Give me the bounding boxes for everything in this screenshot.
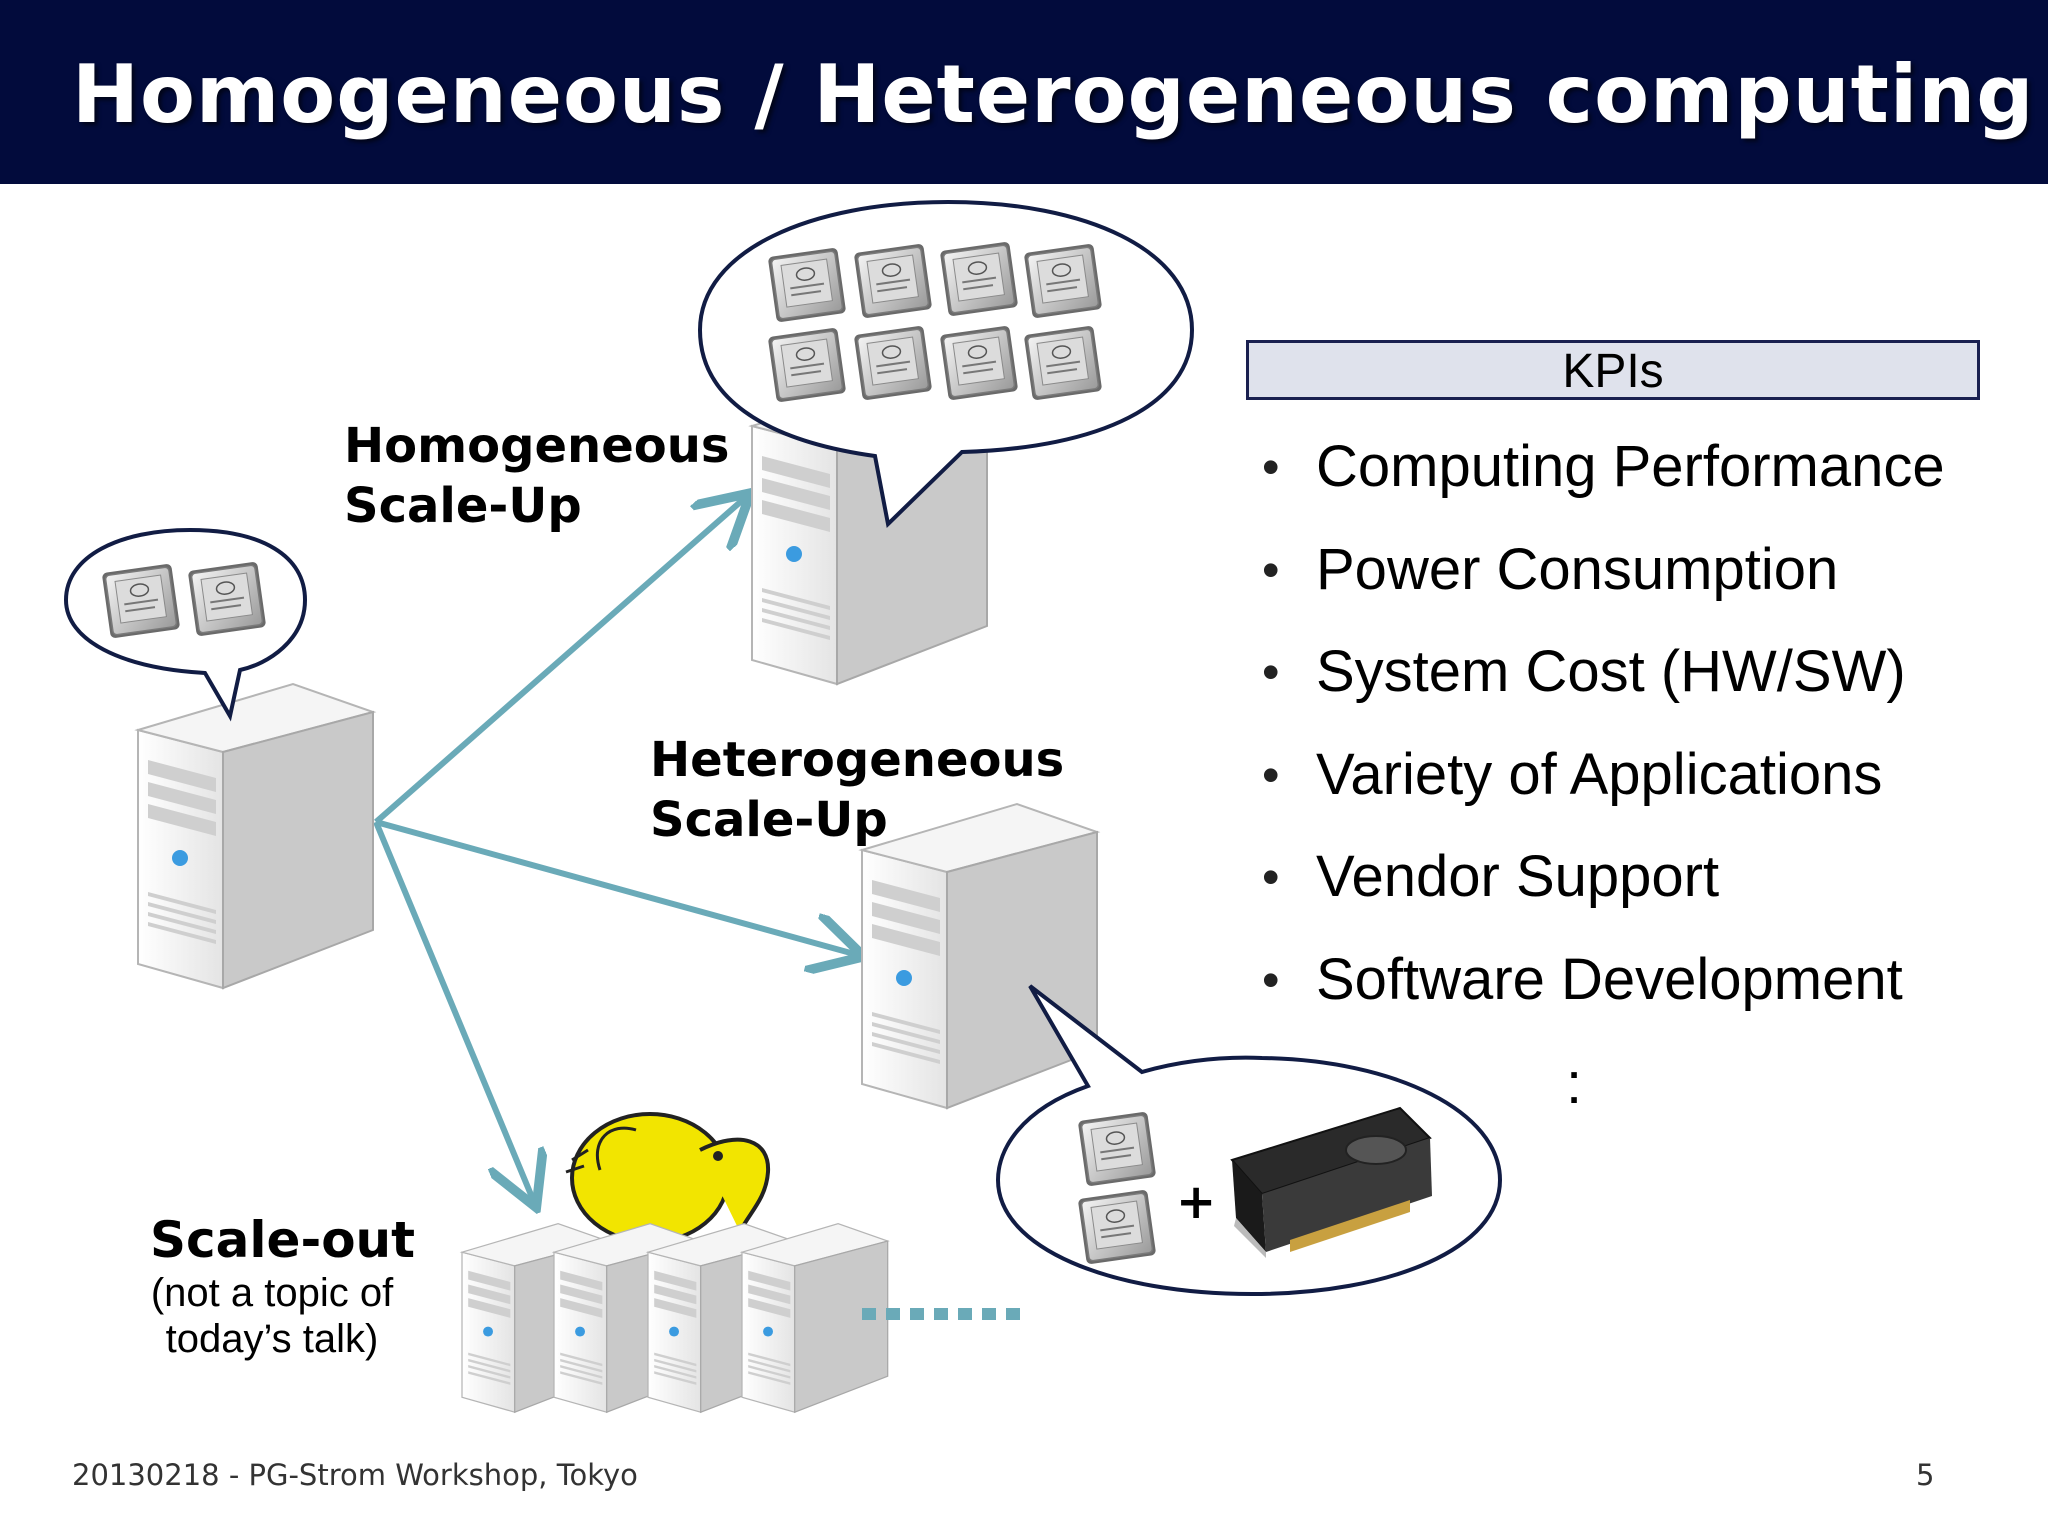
scale-arrows <box>373 497 858 1202</box>
title-bar <box>0 0 2048 184</box>
scaleout-note-line1: (not a topic of <box>150 1271 394 1315</box>
arrow-homogeneous <box>374 497 746 825</box>
kpi-item: Power Consumption <box>1262 537 1945 640</box>
homogeneous-label-line1: Homogeneous <box>344 418 730 474</box>
origin-cpu-bubble <box>63 527 308 722</box>
homogeneous-cpu-bubble <box>697 199 1195 529</box>
kpi-continuation: : <box>1566 1051 1583 1116</box>
kpi-item: Computing Performance <box>1262 434 1945 537</box>
homogeneous-label-line2: Scale-Up <box>344 478 582 534</box>
diagram-canvas: + <box>63 199 1503 1413</box>
scaleout-label: Scale-out <box>150 1211 416 1269</box>
kpi-item: Vendor Support <box>1262 844 1945 947</box>
heterogeneous-label: Heterogeneous Scale-Up <box>650 730 1064 850</box>
slide-footer: 20130218 - PG-Strom Workshop, Tokyo <box>72 1458 638 1492</box>
heterogeneous-label-line2: Scale-Up <box>650 792 888 848</box>
scaleout-note: (not a topic of today’s talk) <box>140 1270 404 1362</box>
heterogeneous-label-line1: Heterogeneous <box>650 732 1065 788</box>
arrow-heterogeneous <box>375 819 858 955</box>
kpi-header: KPIs <box>1246 340 1980 400</box>
plus-sign: + <box>1176 1174 1216 1230</box>
kpi-item: Software Development <box>1262 947 1945 1050</box>
kpi-item: Variety of Applications <box>1262 742 1945 845</box>
arrow-scaleout <box>373 820 534 1202</box>
kpi-list: Computing Performance Power Consumption … <box>1262 434 1945 1049</box>
heterogeneous-bubble: + <box>995 984 1503 1297</box>
origin-server <box>137 683 374 989</box>
scaleout-note-line2: today’s talk) <box>165 1317 379 1361</box>
gpu-card-icon <box>1230 1106 1432 1258</box>
hadoop-elephant-icon <box>565 1112 771 1244</box>
slide-title: Homogeneous / Heterogeneous computing <box>72 48 2035 141</box>
scaleout-cluster <box>461 1223 1020 1413</box>
homogeneous-label: Homogeneous Scale-Up <box>344 416 730 536</box>
kpi-item: System Cost (HW/SW) <box>1262 639 1945 742</box>
page-number: 5 <box>1916 1458 1935 1492</box>
